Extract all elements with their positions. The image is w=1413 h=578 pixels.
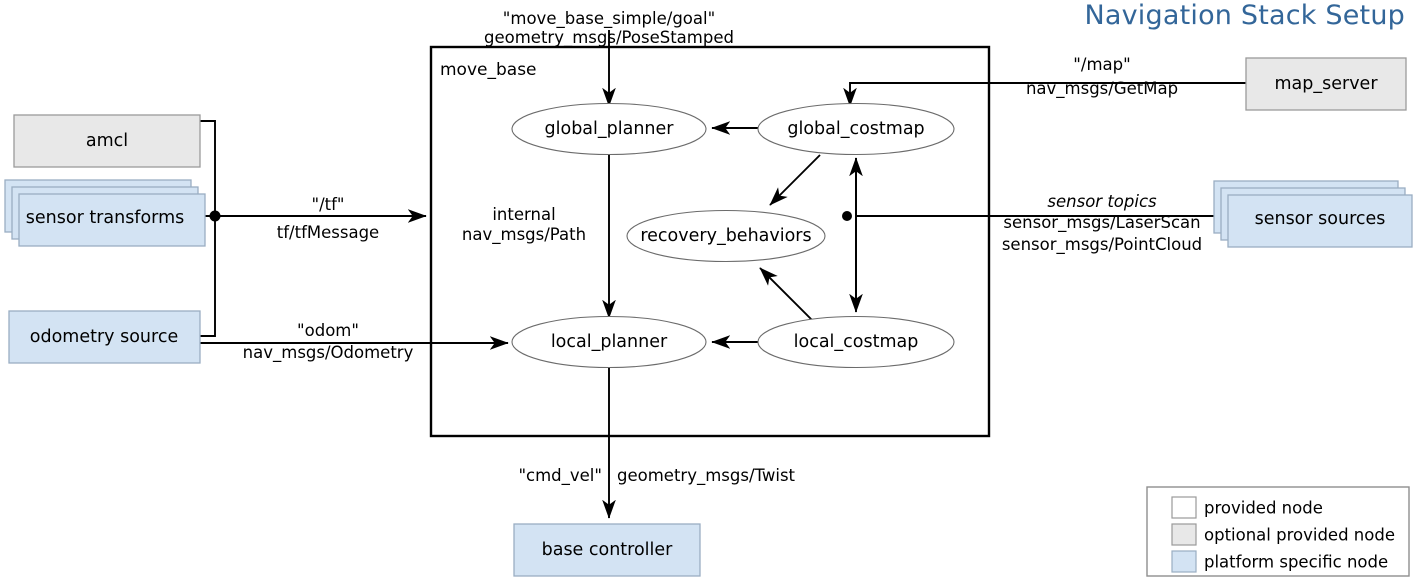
edge-label-tf-type: tf/tfMessage [277,223,379,242]
edge-label-map-topic: "/map" [1073,55,1130,74]
local-costmap-label: local_costmap [794,332,919,352]
global-planner-ellipse [511,102,707,156]
recovery-behaviors-ellipse [626,209,826,263]
odometry-source-box [8,310,201,364]
base-controller-label: base controller [542,540,674,560]
edge-label-goal-type: geometry_msgs/PoseStamped [484,28,734,48]
amcl-box [13,114,201,168]
global-costmap-ellipse [757,102,955,156]
edge-label-internal-topic: internal [492,205,555,224]
node-sensor-transforms[interactable]: sensor transforms [4,179,206,247]
edge-label-cmdvel-topic: "cmd_vel" [518,466,602,486]
base-controller-box [513,523,701,577]
move-base-label: move_base [440,60,537,80]
global-planner-label: global_planner [545,119,675,139]
edge-local-costmap-to-recovery [759,267,813,321]
edge-label-odom-type: nav_msgs/Odometry [243,343,414,363]
legend-label-provided-node: provided node [1204,499,1323,518]
move-base-container [429,45,991,438]
sensor-sources-label: sensor sources [1255,209,1386,229]
node-recovery-behaviors[interactable]: recovery_behaviors [626,209,826,263]
legend-swatch-optional-provided-node [1171,523,1197,546]
tf-junction-dot [209,210,221,222]
sensor-topics-junction-dot [842,211,852,221]
edge-map-to-global-costmap [843,82,995,107]
edge-label-sensor-topic: sensor topics [1047,192,1157,211]
edge-label-tf-topic: "/tf" [311,195,344,214]
legend-label-platform-specific-node: platform specific node [1204,553,1388,572]
edge-label-map-type: nav_msgs/GetMap [1026,79,1178,99]
amcl-label: amcl [86,131,128,151]
edge-label-cmdvel-type: geometry_msgs/Twist [617,466,796,486]
global-costmap-label: global_costmap [787,119,924,139]
odometry-source-label: odometry source [30,327,178,347]
node-global-planner[interactable]: global_planner [511,102,707,156]
local-planner-ellipse [511,315,707,369]
node-amcl[interactable]: amcl [13,114,201,168]
map-server-box [1245,57,1407,111]
sensor-sources-box [1227,194,1413,248]
sensor-transforms-label: sensor transforms [26,208,184,228]
edge-label-sensor-type-2: sensor_msgs/PointCloud [1002,235,1202,255]
recovery-behaviors-label: recovery_behaviors [640,226,811,246]
edge-label-goal-topic: "move_base_simple/goal" [503,9,715,29]
map-server-label: map_server [1274,74,1378,94]
edge-odom-stub-to-tf-bus [200,216,216,337]
node-sensor-sources[interactable]: sensor sources [1213,180,1413,248]
node-base-controller[interactable]: base controller [513,523,701,577]
edge-amcl-to-tf-bus [200,120,216,216]
node-local-costmap[interactable]: local_costmap [757,315,955,369]
legend-swatch-platform-specific-node [1171,550,1197,573]
node-local-planner[interactable]: local_planner [511,315,707,369]
node-global-costmap[interactable]: global_costmap [757,102,955,156]
legend: provided node optional provided node pla… [1146,486,1410,577]
node-map-server[interactable]: map_server [1245,57,1407,111]
sensor-transforms-box [18,193,206,247]
edge-label-odom-topic: "odom" [297,321,359,340]
local-planner-label: local_planner [551,332,668,352]
legend-label-optional-provided-node: optional provided node [1204,526,1395,545]
node-odometry-source[interactable]: odometry source [8,310,201,364]
page-title: Navigation Stack Setup [1084,0,1405,31]
local-costmap-ellipse [757,315,955,369]
legend-swatch-provided-node [1171,496,1197,519]
edge-label-internal-type: nav_msgs/Path [462,225,586,245]
edge-label-sensor-type-1: sensor_msgs/LaserScan [1003,213,1200,233]
edge-global-costmap-to-recovery [769,154,821,206]
